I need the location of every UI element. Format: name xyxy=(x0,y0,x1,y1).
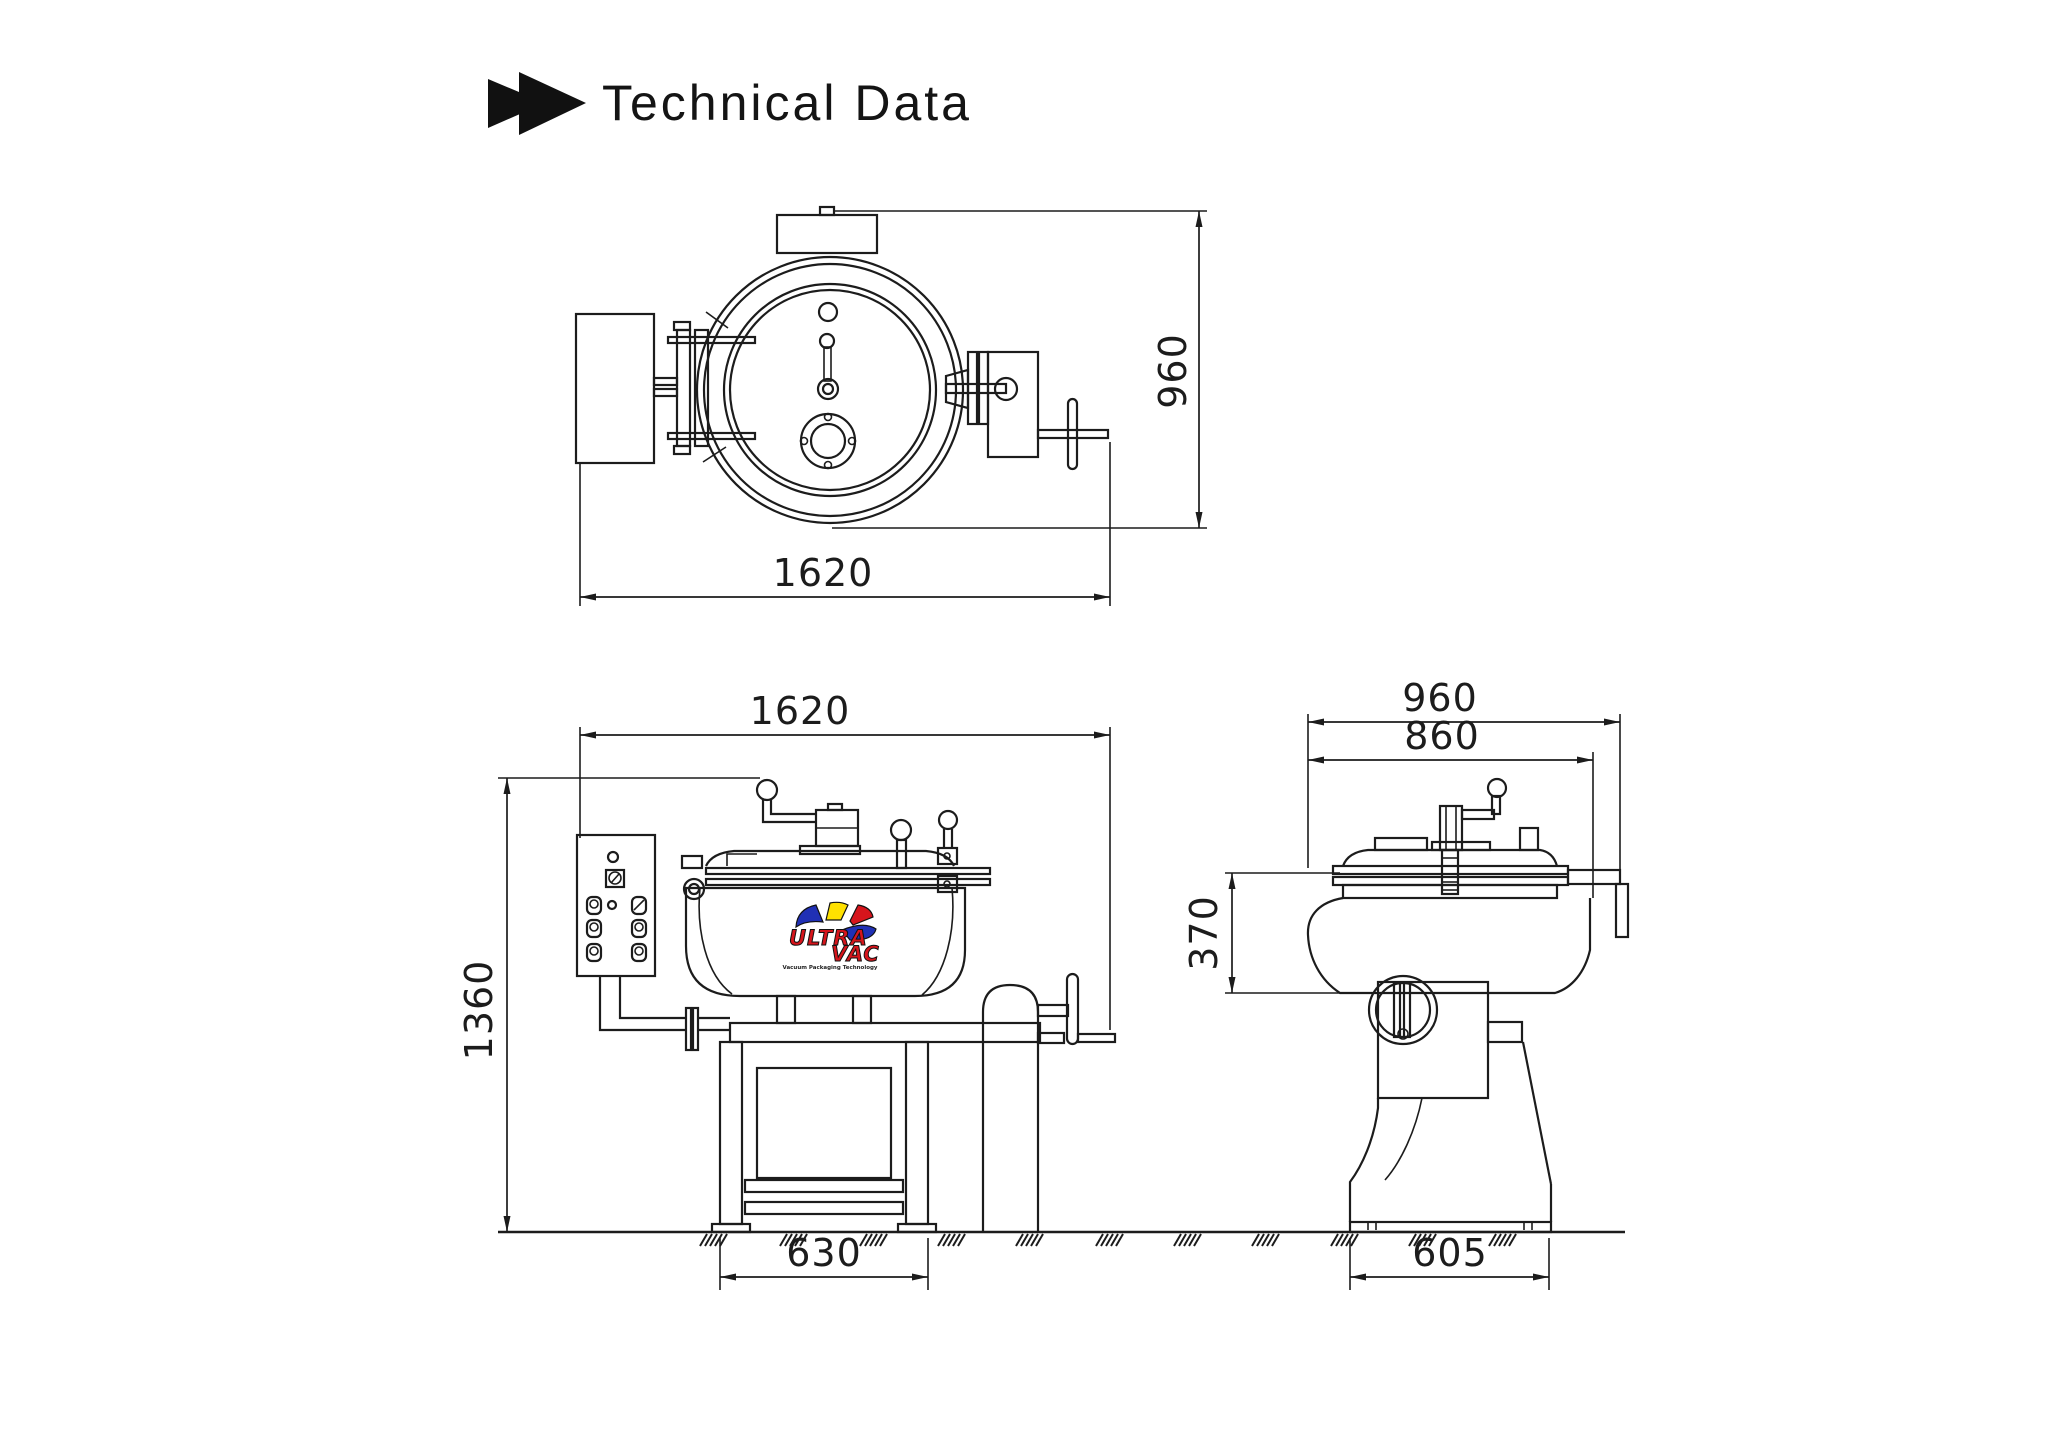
support-frame-front xyxy=(710,994,1042,1234)
handwheel-side xyxy=(1367,974,1439,1046)
bowl-body-side xyxy=(1306,896,1592,995)
vacuum-valve-box-top xyxy=(944,350,1040,459)
dim-side-view-overall-depth: 960 xyxy=(1307,676,1621,884)
release-lever-front xyxy=(755,778,816,824)
clamp-tower-side xyxy=(1430,804,1492,896)
dim-label-top-depth: 960 xyxy=(1151,333,1195,409)
dim-side-view-body-depth: 860 xyxy=(1308,714,1594,898)
control-panel-front xyxy=(575,833,657,978)
panel-controls xyxy=(585,850,648,963)
page-title: Technical Data xyxy=(602,75,972,131)
crank-handle-top xyxy=(1036,397,1110,471)
crank-handle-front xyxy=(1036,972,1117,1046)
side-view xyxy=(1306,777,1630,1234)
logo-petals xyxy=(795,901,877,941)
dim-label-side-bowl-height: 370 xyxy=(1182,895,1226,971)
pedestal-side xyxy=(1348,980,1553,1234)
dim-front-view-base: 630 xyxy=(719,1231,929,1290)
dim-label-side-body-depth: 860 xyxy=(1404,714,1480,758)
motor-box-top xyxy=(775,205,879,255)
panel-piping-front xyxy=(598,976,730,1052)
dim-front-view-height: 1360 xyxy=(457,777,760,1232)
ultravac-logo: ULTRA VAC Vacuum Packaging Technology xyxy=(782,901,880,971)
lid-side xyxy=(1331,826,1570,900)
dim-label-front-width: 1620 xyxy=(750,689,851,733)
fast-forward-icon xyxy=(488,72,586,135)
ground-line xyxy=(498,1230,1625,1247)
dim-side-view-bowl-height: 370 xyxy=(1182,872,1340,994)
dim-top-view-width: 1620 xyxy=(579,442,1111,606)
dim-label-front-base: 630 xyxy=(786,1231,862,1275)
dim-top-view-depth: 960 xyxy=(832,210,1207,529)
bowl-body-front xyxy=(684,886,967,998)
logo-text-ultra: ULTRA xyxy=(789,926,868,950)
motor-housing-front xyxy=(981,983,1066,1232)
logo-tagline: Vacuum Packaging Technology xyxy=(782,965,877,971)
rear-bracket-side xyxy=(1566,868,1630,939)
top-view xyxy=(574,205,1110,525)
chamber-ports-top xyxy=(799,301,857,470)
chamber-circles xyxy=(695,255,965,525)
control-panel-top xyxy=(574,312,656,465)
pump-box xyxy=(755,1066,893,1180)
dim-label-side-overall-depth: 960 xyxy=(1402,676,1478,720)
dim-front-view-width: 1620 xyxy=(579,689,1111,1030)
front-view: ULTRA VAC Vacuum Packaging Technology xyxy=(575,778,1117,1234)
clamp-lever-side xyxy=(1460,777,1508,821)
dim-label-top-width: 1620 xyxy=(773,551,874,595)
hinge-assembly-top xyxy=(652,320,757,456)
title-block: Technical Data xyxy=(488,72,972,135)
dim-label-side-base-depth: 605 xyxy=(1412,1231,1488,1275)
dim-side-view-base-depth: 605 xyxy=(1349,1231,1550,1290)
clamp-lever-front xyxy=(889,809,959,894)
logo-text-vac: VAC xyxy=(831,942,880,966)
dim-label-front-height: 1360 xyxy=(457,960,501,1061)
